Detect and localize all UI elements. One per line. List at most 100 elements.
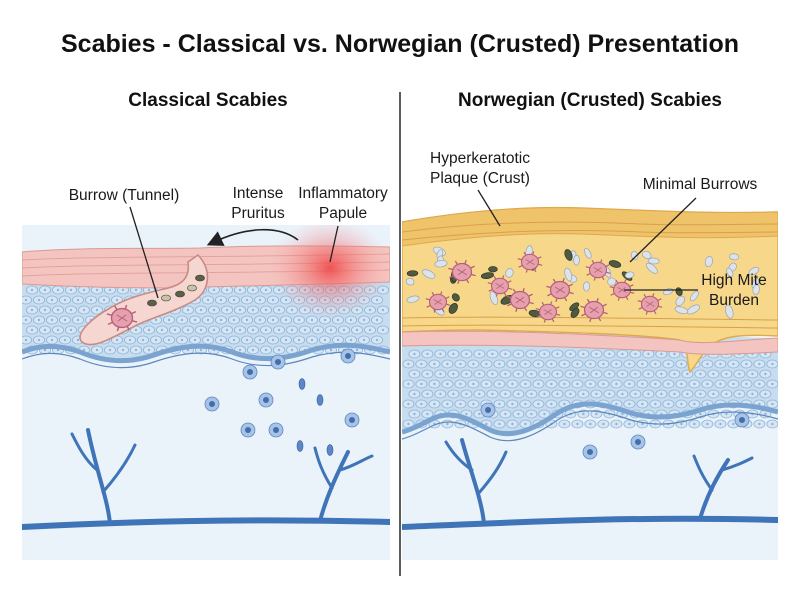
crust-debris-particle [729, 253, 740, 261]
cell-nucleus [771, 382, 774, 386]
cell-nucleus [82, 348, 86, 352]
cell-nucleus [329, 328, 333, 332]
cell-nucleus [273, 427, 279, 433]
mite-markings [525, 259, 535, 265]
cell-nucleus [271, 298, 275, 302]
cell-nucleus [693, 402, 696, 406]
cell-nucleus [686, 392, 689, 396]
crust-debris-particle [647, 257, 660, 265]
cell-nucleus [134, 288, 138, 292]
fecal-pellet [175, 290, 185, 298]
cell-nucleus [550, 382, 553, 386]
cell-nucleus [739, 417, 745, 423]
cell-nucleus [491, 372, 494, 376]
cell-nucleus [199, 348, 203, 352]
cell-nucleus [459, 382, 462, 386]
mite-markings [555, 286, 565, 294]
inflammatory-cells [204, 348, 360, 456]
cell-nucleus [342, 328, 346, 332]
cell-nucleus [459, 362, 462, 366]
cell-nucleus [511, 382, 514, 386]
mite-markings [617, 287, 627, 293]
cell-nucleus [758, 402, 761, 406]
cell-nucleus [303, 328, 307, 332]
cell-nucleus [543, 412, 546, 416]
crust-debris-particle [488, 266, 498, 273]
plaque-label-line2: Plaque (Crust) [430, 170, 530, 187]
cell-nucleus [667, 362, 670, 366]
cell-nucleus [485, 407, 491, 413]
cell-nucleus [180, 338, 184, 342]
mite-icon [487, 275, 513, 297]
cell-nucleus [362, 338, 366, 342]
cell-nucleus [290, 328, 294, 332]
cell-nucleus [147, 328, 151, 332]
cell-nucleus [232, 318, 236, 322]
cell-nucleus [569, 392, 572, 396]
burrow-pointer [129, 206, 159, 299]
crust-debris-particle [624, 271, 635, 279]
fecal-pellet [161, 294, 171, 302]
cell-nucleus [355, 348, 359, 352]
cell-nucleus [141, 338, 145, 342]
cell-nucleus [82, 288, 86, 292]
cell-nucleus [206, 338, 210, 342]
cell-nucleus [764, 412, 767, 416]
cell-nucleus [693, 382, 696, 386]
cell-nucleus [537, 382, 540, 386]
cell-nucleus [323, 318, 327, 322]
cell-nucleus [745, 382, 748, 386]
cell-nucleus [180, 318, 184, 322]
cell-nucleus [621, 412, 624, 416]
mite-markings [589, 306, 599, 314]
cell-nucleus [206, 298, 210, 302]
cell-nucleus [563, 422, 566, 426]
cell-nucleus [63, 318, 67, 322]
mite-icon [517, 251, 543, 273]
cell-nucleus [225, 308, 229, 312]
cell-nucleus [706, 362, 709, 366]
cell-nucleus [595, 412, 598, 416]
crust-debris-particle [752, 284, 760, 295]
crust-debris-particle [607, 277, 617, 286]
cell-nucleus [258, 338, 262, 342]
cell-nucleus [699, 372, 702, 376]
cell-nucleus [30, 308, 34, 312]
cell-nucleus [69, 308, 73, 312]
cell-nucleus [635, 439, 641, 445]
cell-nucleus [587, 449, 593, 455]
crust-layers [402, 221, 778, 329]
crust-debris-particle [480, 272, 494, 279]
cell-nucleus [595, 352, 598, 356]
cell-nucleus [50, 318, 54, 322]
cell-nucleus [43, 348, 47, 352]
cell-nucleus [472, 362, 475, 366]
cell-nucleus [647, 392, 650, 396]
cell-nucleus [621, 372, 624, 376]
cell-nucleus [543, 372, 546, 376]
cell-nucleus [738, 372, 741, 376]
cell-nucleus [186, 328, 190, 332]
plaque-pointer [477, 189, 501, 227]
mite-icon [585, 259, 611, 281]
mite-icon [425, 291, 451, 313]
mite-markings [515, 296, 525, 304]
cell-nucleus [30, 288, 34, 292]
crust-debris-particle [641, 250, 652, 260]
mite-markings [116, 314, 128, 322]
right-labels: Hyperkeratotic Plaque (Crust) Minimal Bu… [430, 150, 767, 309]
cell-nucleus [115, 338, 119, 342]
right-panel-heading: Norwegian (Crusted) Scabies [458, 90, 722, 111]
cell-nucleus [582, 412, 585, 416]
cell-nucleus [530, 412, 533, 416]
cell-nucleus [95, 348, 99, 352]
crust-debris-particle [448, 303, 458, 314]
cell-nucleus [524, 422, 527, 426]
cell-nucleus [121, 348, 125, 352]
cell-nucleus [134, 348, 138, 352]
cell-nucleus [446, 422, 449, 426]
cell-nucleus [264, 348, 268, 352]
crusted-skin-section [402, 135, 778, 560]
cell-nucleus [673, 372, 676, 376]
